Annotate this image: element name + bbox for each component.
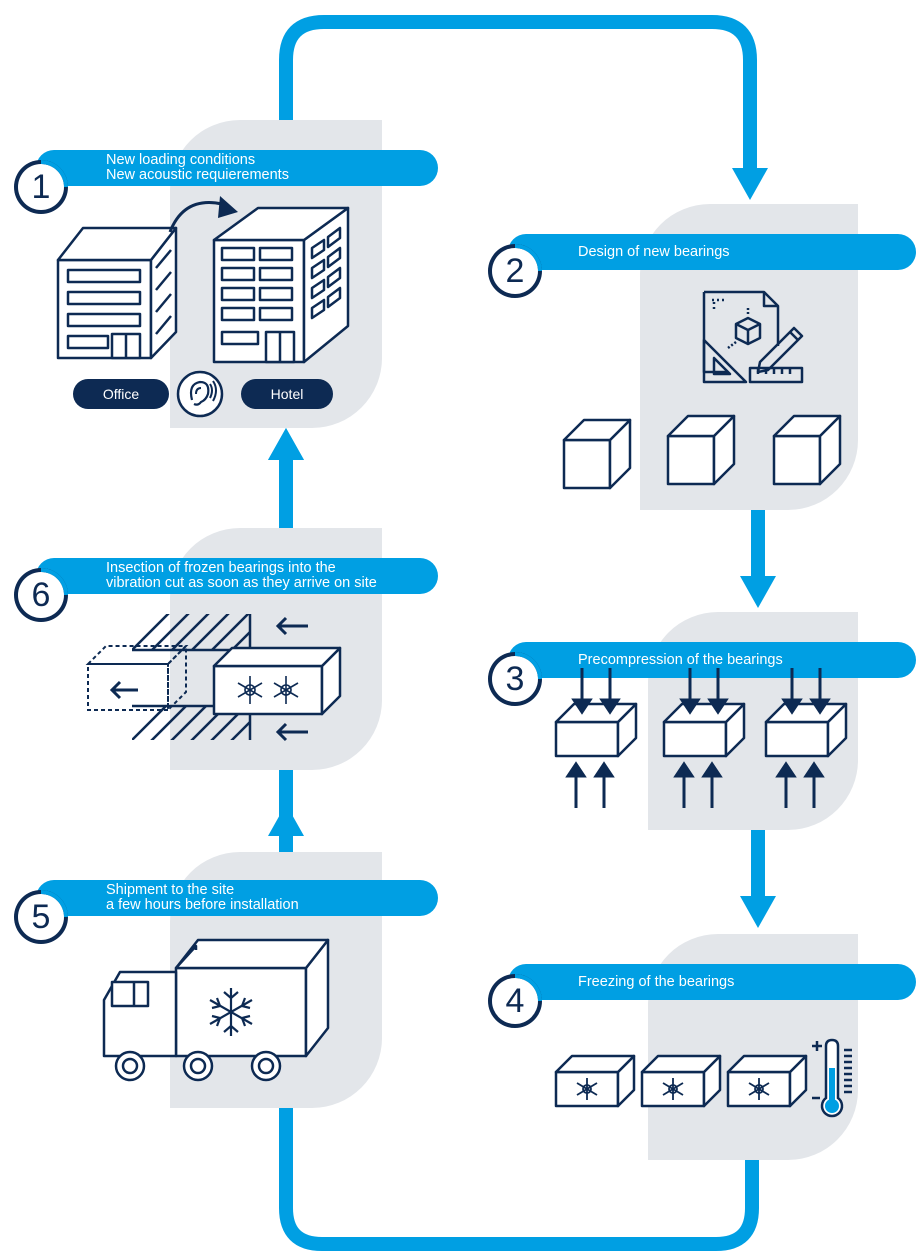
step-5-banner: Shipment to the site a few hours before … — [36, 880, 438, 916]
step-5-line-1: Shipment to the site — [106, 882, 235, 898]
step-3-line-1: Precompression of the bearings — [578, 651, 783, 668]
step-1-number: 1 — [31, 168, 51, 206]
frozen-bearing-icon-1 — [554, 1054, 636, 1108]
bearing-cube-icon-3 — [772, 414, 842, 486]
step-5-line-2: a few hours before installation — [106, 897, 299, 913]
step-3-number: 3 — [505, 660, 525, 698]
hotel-label: Hotel — [241, 379, 333, 409]
step-5-number: 5 — [31, 898, 51, 936]
step-6-number: 6 — [31, 576, 51, 614]
step-6-line-1: Insection of frozen bearings into the — [106, 560, 336, 576]
step-6-line-2: vibration cut as soon as they arrive on … — [106, 575, 377, 591]
step-3-banner: Precompression of the bearings — [508, 642, 916, 678]
step-1-line-1: New loading conditions — [106, 152, 256, 168]
transition-curved-arrow-icon — [168, 196, 238, 233]
step-6-badge: 6 — [12, 566, 70, 624]
step-4-banner: Freezing of the bearings — [508, 964, 916, 1000]
step-4-badge: 4 — [486, 972, 544, 1030]
office-label: Office — [73, 379, 169, 409]
frozen-bearing-icon-3 — [726, 1054, 808, 1108]
compressed-bearing-icon-3 — [764, 668, 848, 808]
compressed-bearing-icon-1 — [554, 668, 638, 808]
step-6-banner: Insection of frozen bearings into the vi… — [36, 558, 438, 594]
hotel-building-icon — [212, 206, 350, 364]
step-2-number: 2 — [505, 252, 525, 290]
compressed-bearing-icon-2 — [662, 668, 746, 808]
arrowhead-up-to-1 — [268, 428, 304, 460]
arrowhead-down-to-3 — [740, 576, 776, 608]
step-4-number: 4 — [505, 982, 525, 1020]
refrigerated-truck-icon — [102, 938, 330, 1082]
step-4-line-1: Freezing of the bearings — [578, 973, 735, 990]
blueprint-design-icon — [702, 290, 804, 384]
step-2-badge: 2 — [486, 242, 544, 300]
arrowhead-down-to-2 — [732, 168, 768, 200]
ear-icon — [176, 370, 224, 418]
step-2-line-1: Design of new bearings — [578, 243, 730, 260]
step-1-badge: 1 — [12, 158, 70, 216]
bearing-cube-icon-2 — [666, 414, 736, 486]
flow-line-1-to-2 — [279, 15, 757, 179]
bearing-cube-icon-1 — [562, 418, 632, 490]
step-1-banner: New loading conditions New acoustic requ… — [36, 150, 438, 186]
step-5-badge: 5 — [12, 888, 70, 946]
office-building-icon — [56, 226, 178, 360]
snowflake-icon — [209, 988, 253, 1036]
arrowhead-down-to-4 — [740, 896, 776, 928]
flow-line-4-to-5 — [279, 825, 759, 1251]
arrowhead-up-to-5 — [268, 804, 304, 836]
frozen-bearing-icon-2 — [640, 1054, 722, 1108]
step-1-line-2: New acoustic requierements — [106, 167, 289, 183]
vibration-cut-insertion-icon — [85, 614, 342, 742]
step-3-badge: 3 — [486, 650, 544, 708]
thermometer-icon — [812, 1038, 852, 1118]
step-2-banner: Design of new bearings — [508, 234, 916, 270]
